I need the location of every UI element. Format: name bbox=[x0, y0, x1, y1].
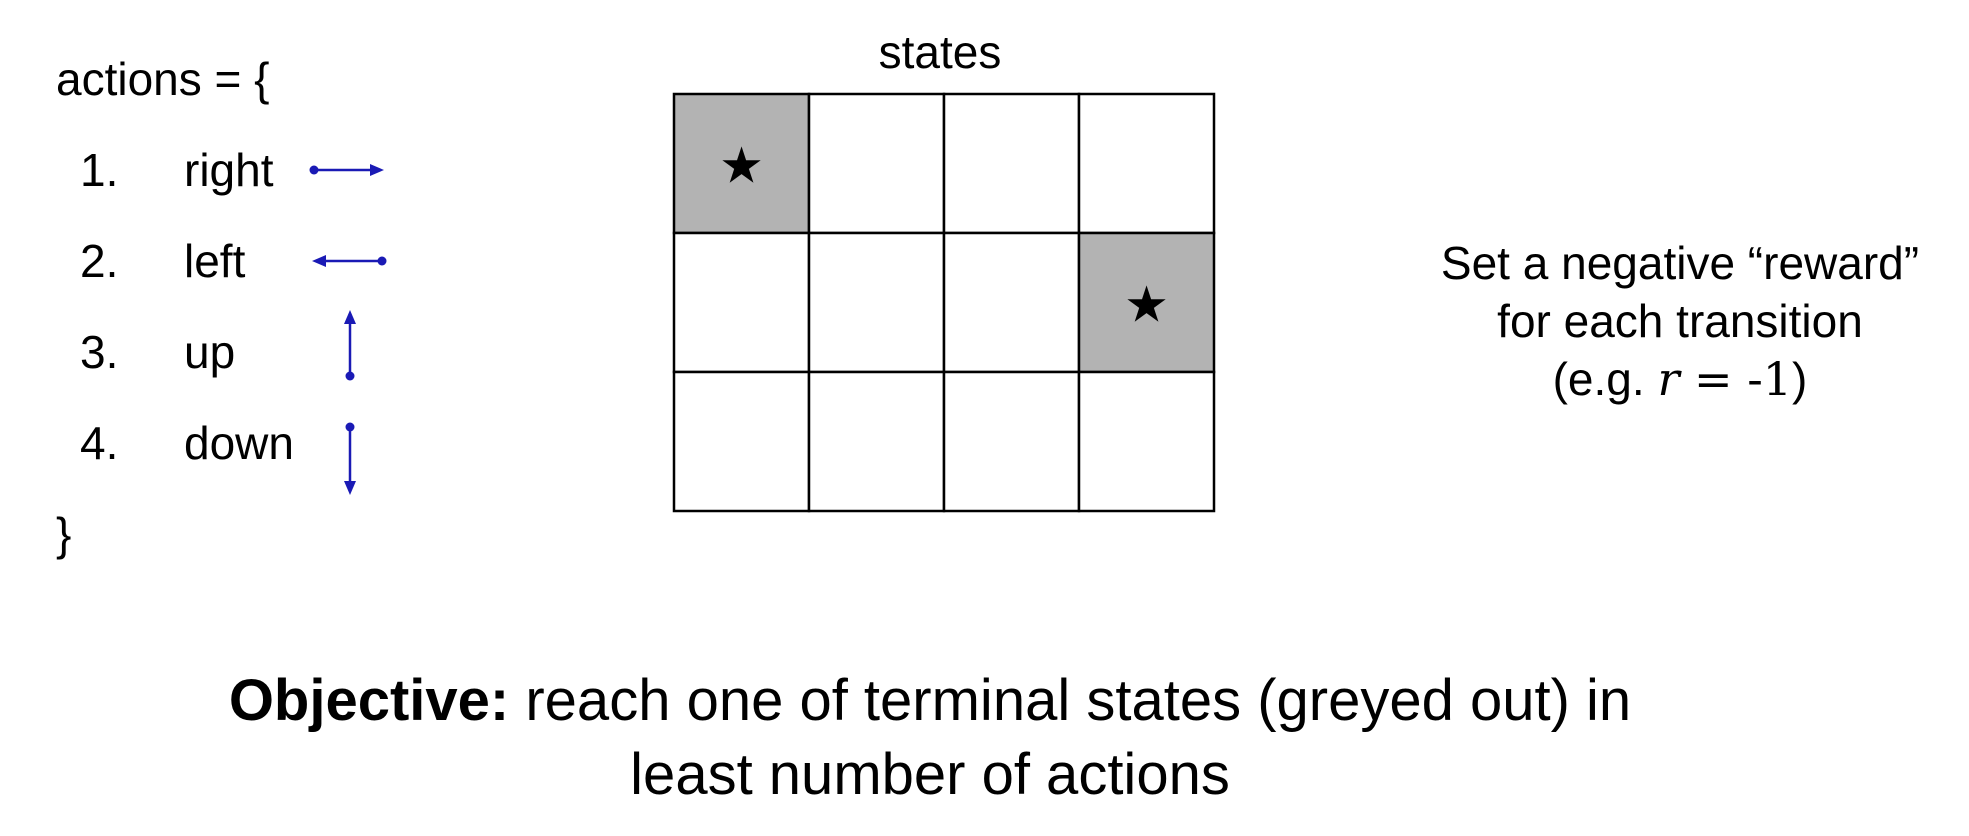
reward-symbol: r bbox=[1657, 352, 1680, 406]
equals-sign: = bbox=[1679, 352, 1748, 406]
arrow-up-icon bbox=[344, 310, 356, 381]
arrow-left-icon bbox=[312, 255, 387, 267]
action-number: 1. bbox=[80, 144, 119, 196]
state-cell bbox=[672, 231, 811, 374]
objective-text-1: reach one of terminal states (greyed out… bbox=[509, 668, 1632, 733]
note-line-2: for each transition bbox=[1497, 295, 1863, 347]
state-cell bbox=[807, 231, 946, 374]
state-cell bbox=[672, 370, 811, 513]
terminal-state-cell bbox=[1077, 231, 1216, 374]
action-label: right bbox=[184, 144, 274, 196]
state-cell bbox=[807, 370, 946, 513]
reward-note: Set a negative “reward” for each transit… bbox=[1390, 234, 1969, 408]
state-cell bbox=[807, 92, 946, 235]
star-icon: ★ bbox=[719, 137, 764, 195]
action-label: up bbox=[184, 326, 236, 378]
action-number: 4. bbox=[80, 417, 119, 469]
star-icon: ★ bbox=[1124, 276, 1169, 334]
note-suffix: ) bbox=[1792, 353, 1808, 405]
state-cell bbox=[1077, 370, 1216, 513]
action-item-down: 4. down bbox=[0, 413, 420, 495]
state-cell bbox=[1077, 92, 1216, 235]
objective-text: Objective: reach one of terminal states … bbox=[60, 664, 1800, 812]
actions-open-brace: actions = { bbox=[56, 53, 270, 105]
state-cell bbox=[942, 92, 1081, 235]
action-number: 2. bbox=[80, 235, 119, 287]
action-item-left: 2. left bbox=[0, 231, 420, 291]
actions-close-brace: } bbox=[56, 508, 72, 560]
actions-list: 1. right 2. left 3. up 4. down bbox=[0, 0, 420, 836]
states-title: states bbox=[878, 26, 1002, 78]
action-label: left bbox=[184, 235, 246, 287]
action-number: 3. bbox=[80, 326, 119, 378]
note-line-1: Set a negative “reward” bbox=[1440, 237, 1920, 289]
note-line-3: (e.g. r = -1) bbox=[1390, 350, 1969, 408]
action-item-up: 3. up bbox=[0, 310, 420, 382]
objective-line-1: Objective: reach one of terminal states … bbox=[60, 664, 1800, 738]
arrow-down-icon bbox=[344, 422, 356, 495]
objective-line-2: least number of actions bbox=[630, 742, 1230, 807]
arrow-right-icon bbox=[309, 164, 384, 176]
state-cell bbox=[942, 370, 1081, 513]
action-label: down bbox=[184, 417, 294, 469]
objective-label: Objective: bbox=[228, 668, 510, 733]
state-cell bbox=[942, 231, 1081, 374]
note-prefix: (e.g. bbox=[1552, 353, 1658, 405]
states-grid: ★★ bbox=[672, 92, 1216, 513]
action-item-right: 1. right bbox=[0, 140, 420, 200]
reward-value: -1 bbox=[1747, 352, 1793, 406]
